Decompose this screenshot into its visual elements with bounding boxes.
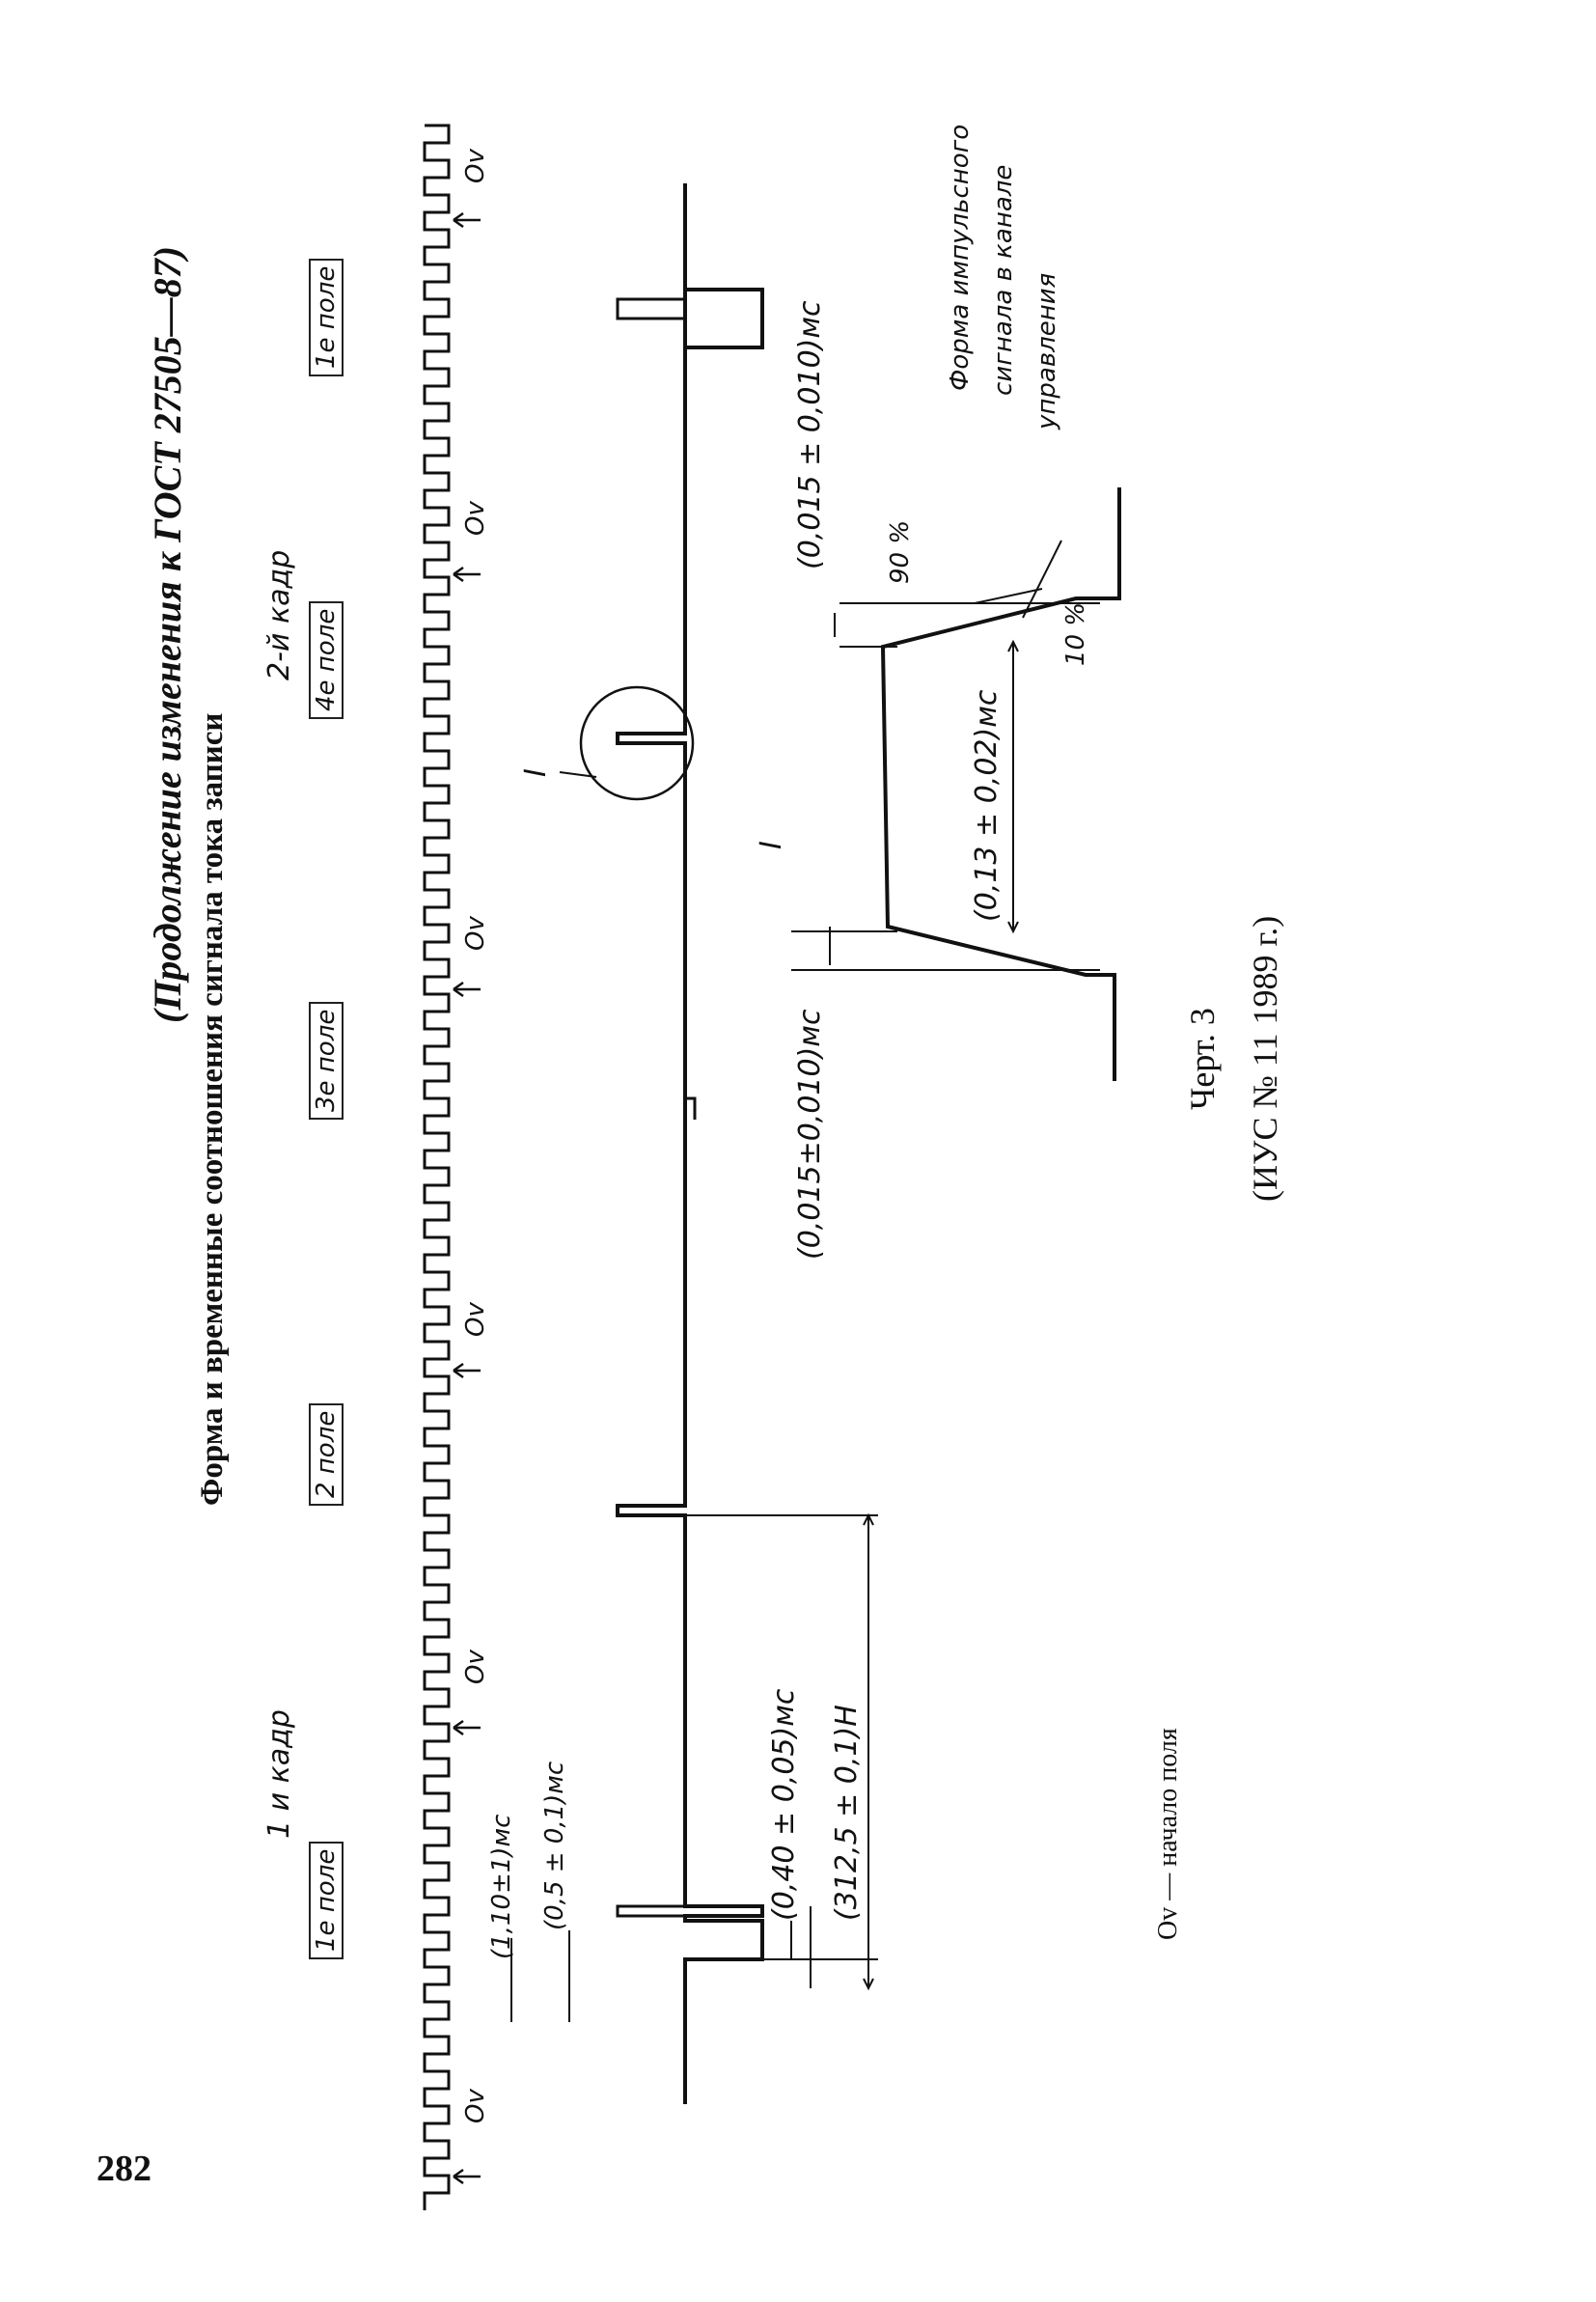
detail-pulse-shape bbox=[880, 487, 1121, 1081]
detail-dimension-lines bbox=[791, 540, 1100, 971]
detail-callout-circle bbox=[579, 685, 695, 801]
ov-arrows bbox=[453, 211, 481, 2185]
control-channel-signal bbox=[616, 183, 764, 2104]
page-number: 282 bbox=[96, 2149, 151, 2189]
recording-current-waveform bbox=[423, 124, 451, 2210]
dimension-lines bbox=[510, 1512, 878, 2022]
